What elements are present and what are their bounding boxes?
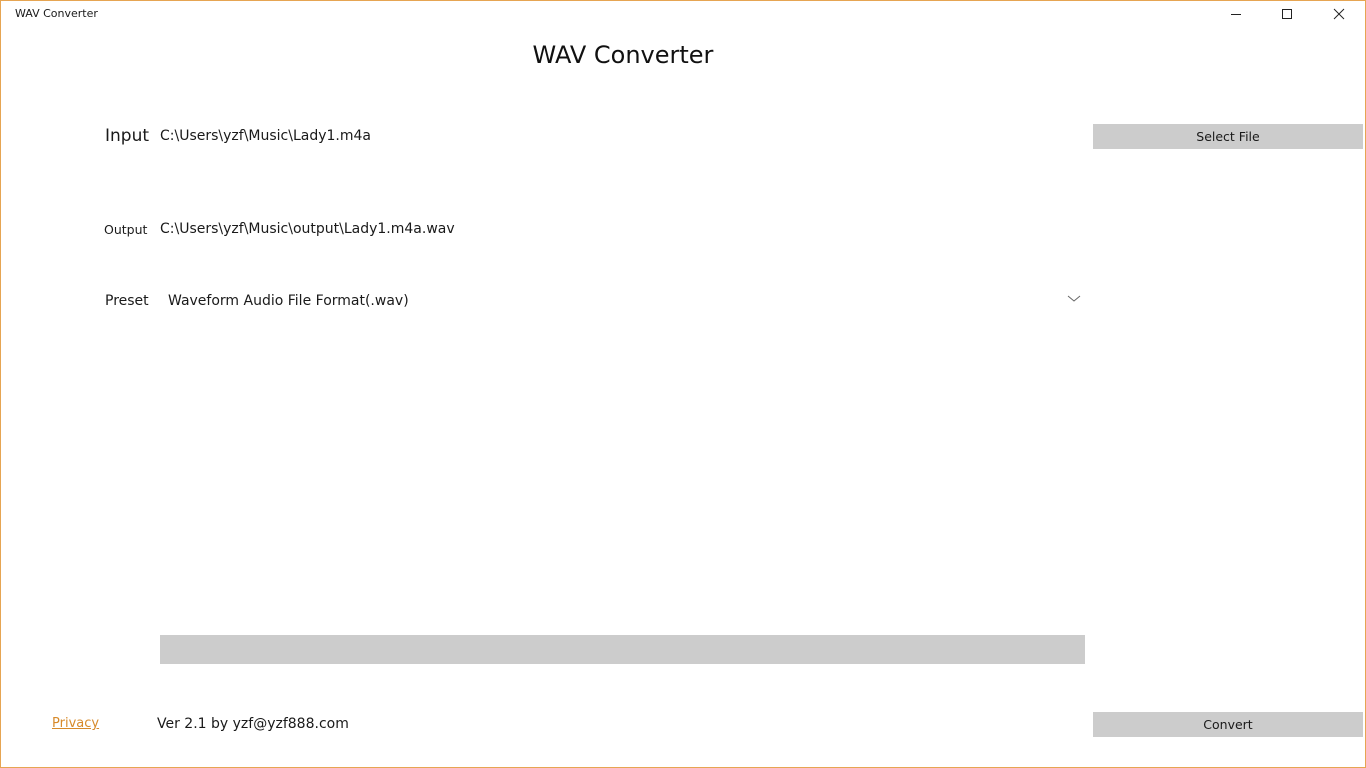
version-text: Ver 2.1 by yzf@yzf888.com [157, 716, 349, 732]
privacy-link[interactable]: Privacy [52, 716, 100, 731]
output-label: Output [104, 222, 148, 237]
minimize-icon [1231, 14, 1241, 15]
input-path: C:\Users\yzf\Music\Lady1.m4a [160, 128, 371, 144]
conversion-progress-bar [160, 635, 1085, 664]
maximize-icon [1282, 9, 1292, 19]
close-icon [1333, 8, 1345, 20]
minimize-button[interactable] [1213, 1, 1259, 27]
preset-label: Preset [105, 293, 149, 309]
window-title: WAV Converter [15, 7, 98, 20]
convert-button[interactable]: Convert [1093, 712, 1363, 737]
select-file-button[interactable]: Select File [1093, 124, 1363, 149]
chevron-down-icon [1067, 295, 1081, 302]
input-label: Input [105, 126, 150, 146]
maximize-button[interactable] [1264, 1, 1310, 27]
preset-selected-value: Waveform Audio File Format(.wav) [168, 293, 409, 309]
output-path: C:\Users\yzf\Music\output\Lady1.m4a.wav [160, 221, 455, 237]
preset-dropdown[interactable]: Waveform Audio File Format(.wav) [161, 285, 1085, 317]
close-button[interactable] [1316, 1, 1362, 27]
page-title: WAV Converter [532, 41, 714, 69]
